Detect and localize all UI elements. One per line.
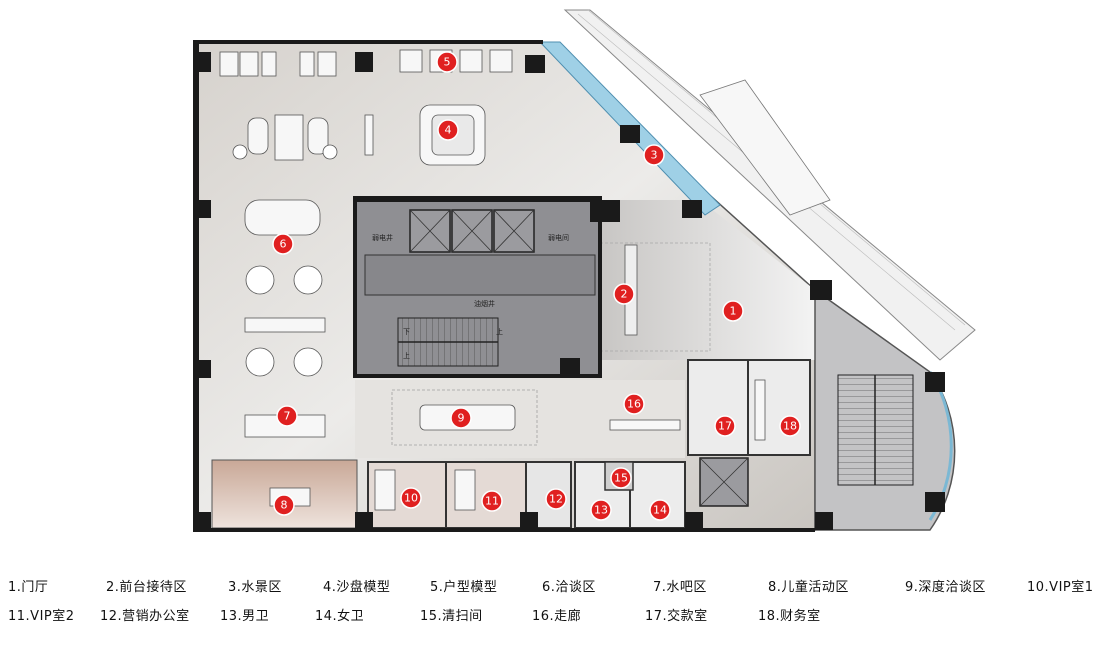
marker-number: 1 — [730, 305, 737, 318]
exterior-ramp — [563, 9, 976, 361]
payment-room — [687, 359, 749, 456]
marker-number: 14 — [653, 504, 667, 517]
marker-number: 8 — [281, 499, 288, 512]
marker-circle — [450, 407, 472, 429]
oil-shaft-label: 油烟井 — [474, 299, 495, 308]
marker-5: 5 — [436, 51, 458, 73]
legend-item: 12.营销办公室 — [100, 609, 190, 624]
marker-3: 3 — [643, 144, 665, 166]
marker-number: 4 — [445, 124, 452, 137]
marker-6: 6 — [272, 233, 294, 255]
marker-circle — [276, 405, 298, 427]
marker-8: 8 — [273, 494, 295, 516]
marker-circle — [436, 51, 458, 73]
marker-circle — [273, 494, 295, 516]
marker-circle — [722, 300, 744, 322]
marker-number: 18 — [783, 420, 797, 433]
weak-shaft-label: 弱电井 — [372, 233, 393, 242]
legend-item: 10.VIP室1 — [1027, 580, 1094, 595]
round-tables — [232, 144, 338, 377]
legend-item: 4.沙盘模型 — [323, 580, 391, 595]
marker-circle — [272, 233, 294, 255]
legend-item: 7.水吧区 — [653, 580, 707, 595]
marker-1: 1 — [722, 300, 744, 322]
marker-number: 6 — [280, 238, 287, 251]
marker-circle — [437, 119, 459, 141]
marker-14: 14 — [649, 499, 671, 521]
legend-item: 2.前台接待区 — [106, 580, 187, 595]
marker-number: 12 — [549, 493, 563, 506]
legend-item: 16.走廊 — [532, 609, 582, 624]
legend-item: 18.财务室 — [758, 609, 821, 624]
marker-15: 15 — [610, 467, 632, 489]
marker-circle — [613, 283, 635, 305]
marker-circle — [545, 488, 567, 510]
marker-11: 11 — [481, 490, 503, 512]
marker-circle — [643, 144, 665, 166]
core-stair-down: 下 — [403, 328, 410, 336]
marker-4: 4 — [437, 119, 459, 141]
walls — [193, 40, 945, 532]
marker-number: 17 — [718, 420, 732, 433]
marker-circle — [590, 499, 612, 521]
marker-16: 16 — [623, 393, 645, 415]
deep-talk-zone — [391, 389, 538, 446]
marker-2: 2 — [613, 283, 635, 305]
marker-circle — [481, 490, 503, 512]
legend-item: 1.门厅 — [8, 580, 49, 595]
marker-circle — [649, 499, 671, 521]
legend-row-2: 11.VIP室2 12.营销办公室 13.男卫 14.女卫 15.清扫间 16.走廊 17.… — [0, 605, 1107, 629]
lobby-floor — [600, 200, 815, 360]
legend-item: 3.水景区 — [228, 580, 282, 595]
marker-10: 10 — [400, 487, 422, 509]
legend-item: 6.洽谈区 — [542, 580, 596, 595]
marker-number: 7 — [284, 410, 291, 423]
marker-18: 18 — [779, 415, 801, 437]
marker-number: 9 — [458, 412, 465, 425]
marker-circle — [714, 415, 736, 437]
marker-number: 15 — [614, 472, 628, 485]
marker-number: 5 — [444, 56, 451, 69]
corridor-floor — [355, 380, 685, 458]
core-stair-up: 上 — [496, 327, 503, 336]
marker-12: 12 — [545, 488, 567, 510]
legend-item: 8.儿童活动区 — [768, 580, 849, 595]
marker-number: 11 — [485, 495, 499, 508]
marker-circle — [610, 467, 632, 489]
legend-item: 9.深度洽谈区 — [905, 580, 986, 595]
marker-number: 10 — [404, 492, 418, 505]
marker-circle — [400, 487, 422, 509]
marker-circle — [779, 415, 801, 437]
legend-item: 15.清扫间 — [420, 609, 483, 624]
legend-item: 17.交款室 — [645, 609, 708, 624]
marker-7: 7 — [276, 405, 298, 427]
legend-item: 5.户型模型 — [430, 580, 498, 595]
marker-circle — [623, 393, 645, 415]
marker-number: 16 — [627, 398, 641, 411]
floor-plan: 弱电井 弱电间 油烟井 下 上 上 — [193, 9, 976, 532]
marker-number: 13 — [594, 504, 608, 517]
legend-row-1: 1.门厅 2.前台接待区 3.水景区 4.沙盘模型 5.户型模型 6.洽谈区 7.水吧区 8.… — [0, 576, 1107, 600]
marker-9: 9 — [450, 407, 472, 429]
marker-13: 13 — [590, 499, 612, 521]
legend: 1.门厅 2.前台接待区 3.水景区 4.沙盘模型 5.户型模型 6.洽谈区 7.水吧区 8.… — [0, 570, 1107, 640]
legend-item: 11.VIP室2 — [8, 609, 75, 624]
core-block — [353, 196, 602, 378]
legend-item: 13.男卫 — [220, 609, 270, 624]
legend-item: 14.女卫 — [315, 609, 365, 624]
marker-number: 3 — [651, 149, 658, 162]
weak-room-label: 弱电间 — [548, 233, 569, 242]
marker-number: 2 — [621, 288, 628, 301]
marker-17: 17 — [714, 415, 736, 437]
core-stair-up-2: 上 — [403, 351, 410, 360]
